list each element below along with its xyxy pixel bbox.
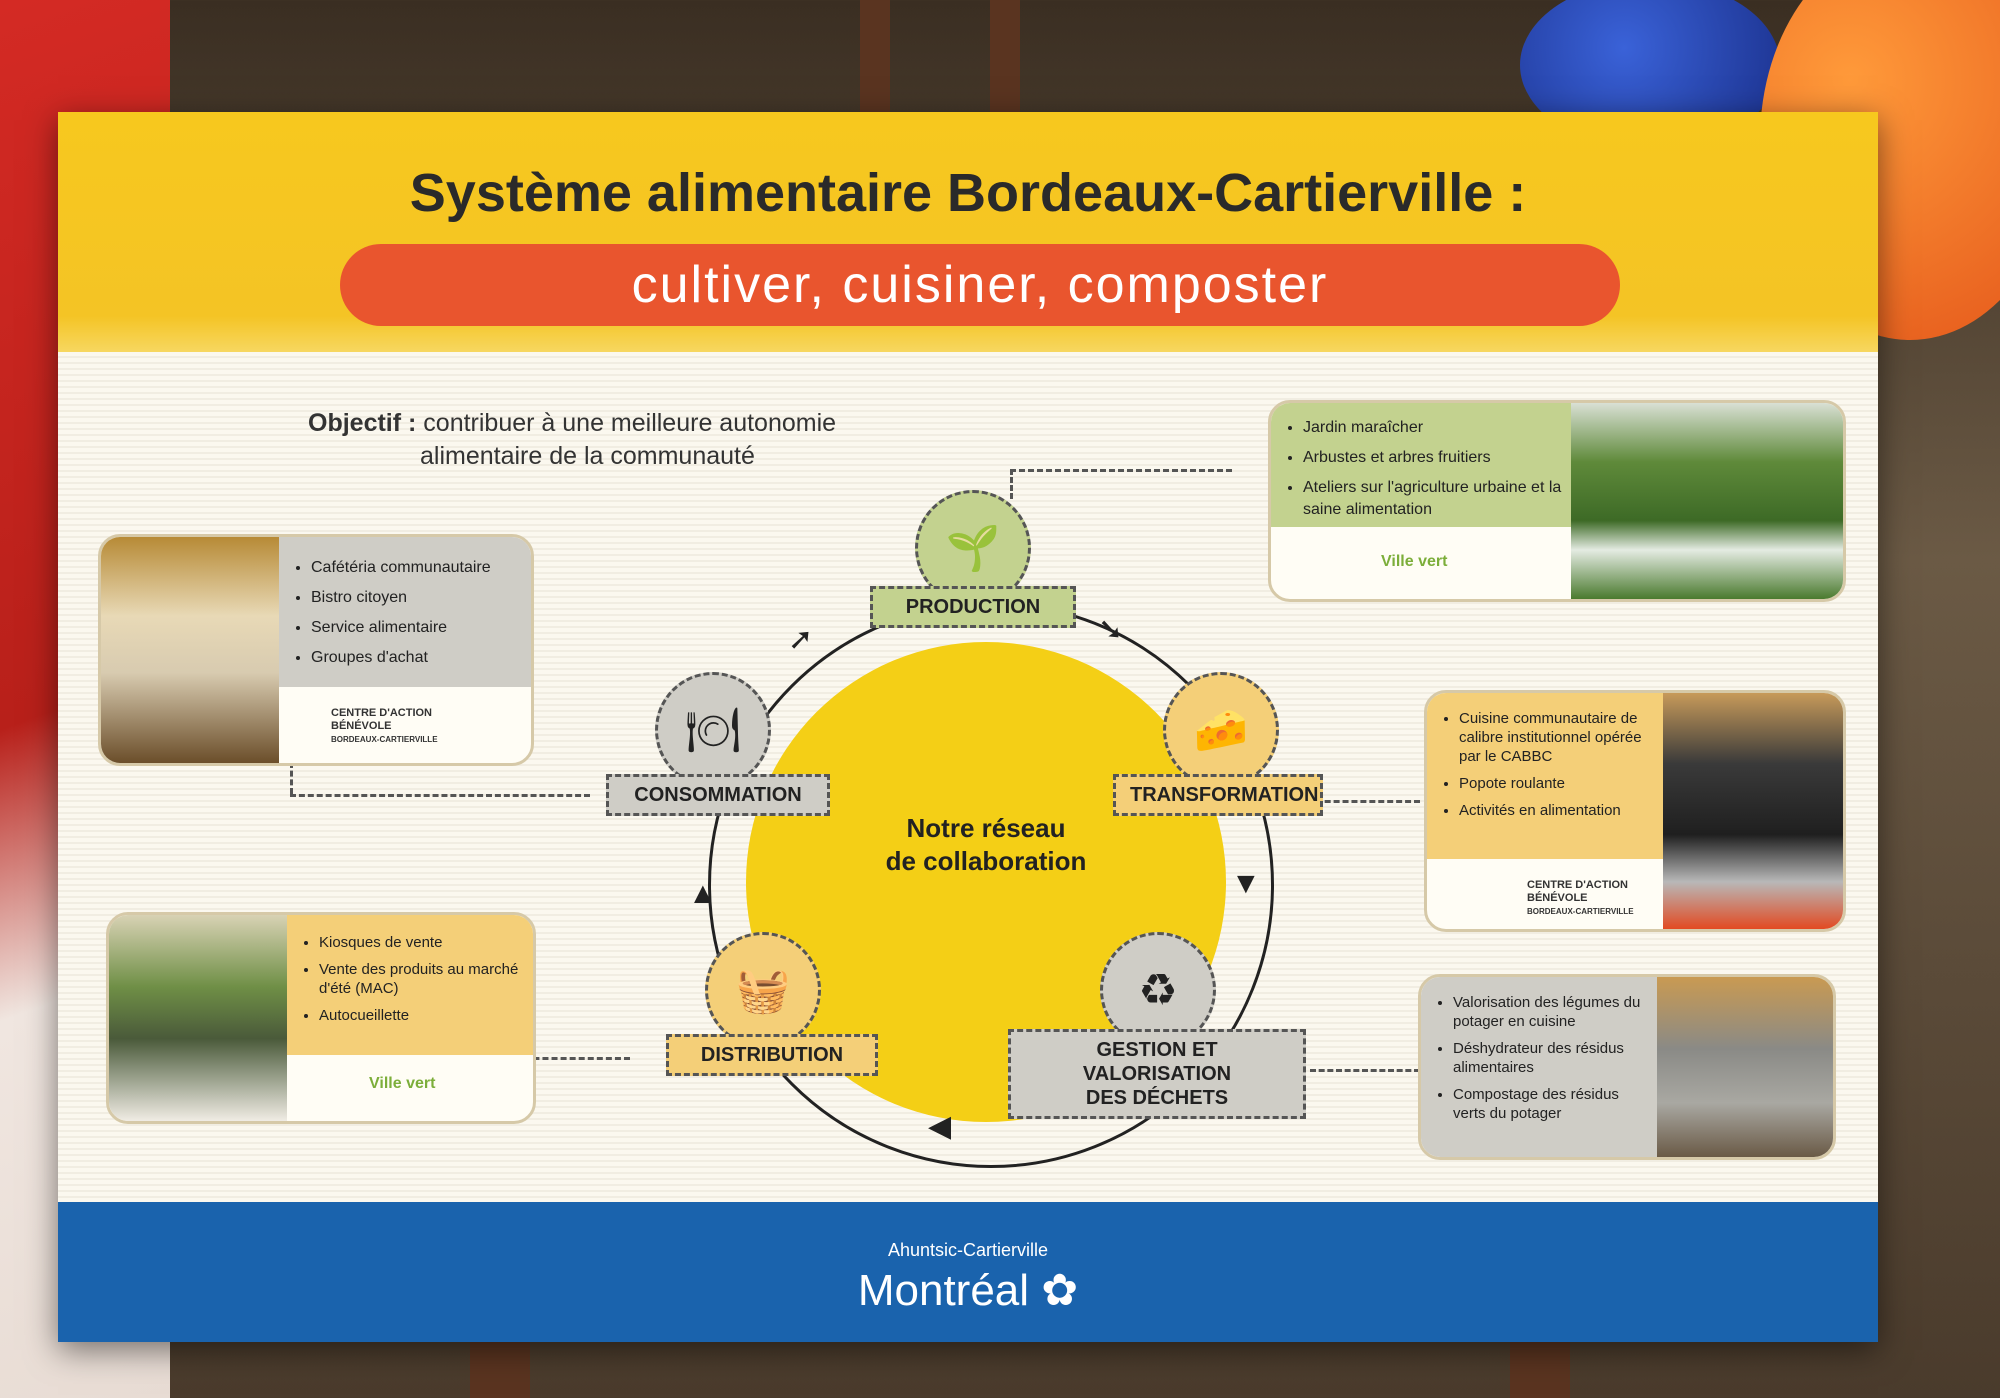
center-label: Notre réseau de collaboration [746,812,1226,878]
kitchen-photo [1663,693,1843,929]
cab-logo: CENTRE D'ACTION BÉNÉVOLE BORDEAUX-CARTIE… [331,707,438,746]
list-item: Déshydrateur des résidus alimentaires [1453,1039,1655,1077]
recycle-icon: ♻ [1100,932,1216,1048]
objective-line2: alimentaire de la communauté [420,442,755,470]
connector-production [1010,469,1232,472]
list-item: Popote roulante [1459,774,1663,793]
bottom-blue-band [58,1202,1878,1342]
center-line2: de collaboration [885,846,1087,876]
footer-logo: Ahuntsic-Cartierville Montréal ✿ [58,1240,1878,1316]
poster-title: Système alimentaire Bordeaux-Cartiervill… [409,163,1527,223]
jar-cheese-icon: 🧀 [1163,672,1279,788]
cab-logo-line1: CENTRE D'ACTION [1527,879,1629,891]
arrow-up-icon: ▲ [688,877,718,910]
card-transformation-bg [1427,693,1663,859]
connector-consommation-v [290,762,293,794]
poster-subtitle: cultiver, cuisiner, composter [340,244,1620,326]
connector-transformation [1280,800,1420,803]
card-consommation-list: Cafétéria communautaire Bistro citoyen S… [297,557,527,677]
cab-logo-2: CENTRE D'ACTION BÉNÉVOLE BORDEAUX-CARTIE… [1527,879,1634,918]
card-production-bg [1271,403,1571,527]
market-photo [109,915,287,1121]
card-production-list: Jardin maraîcher Arbustes et arbres frui… [1289,417,1569,529]
easel-legs [470,1340,1600,1398]
node-production: PRODUCTION [870,586,1076,628]
garden-photo [1571,403,1843,599]
cab-logo-line3: BORDEAUX-CARTIERVILLE [1527,907,1634,916]
connector-distribution [470,1057,630,1060]
list-item: Autocueillette [319,1006,531,1025]
card-production: Jardin maraîcher Arbustes et arbres frui… [1268,400,1846,602]
card-consommation-bg [279,537,531,687]
card-distribution-bg [287,915,533,1055]
dehydrator-photo [1657,977,1833,1157]
plate-cutlery-icon: 🍽 [655,672,771,788]
arrow-left-icon: ◀ [928,1110,952,1143]
card-waste: Valorisation des légumes du potager en c… [1418,974,1836,1160]
easel-top [840,0,1040,120]
card-waste-list: Valorisation des légumes du potager en c… [1439,993,1655,1131]
cab-logo-line3: BORDEAUX-CARTIERVILLE [331,735,438,744]
node-consommation: CONSOMMATION [606,774,830,816]
arrow-up-right-icon: ➚ [788,623,814,656]
card-consommation: Cafétéria communautaire Bistro citoyen S… [98,534,534,766]
arrow-down-icon: ▼ [1231,867,1261,900]
node-waste-line1: GESTION ET VALORISATION [1082,1039,1232,1085]
objective-line1: contribuer à une meilleure autonomie [423,409,837,437]
list-item: Ateliers sur l'agriculture urbaine et la… [1303,477,1569,521]
card-transformation-list: Cuisine communautaire de calibre institu… [1445,709,1663,828]
node-transformation: TRANSFORMATION [1113,774,1323,816]
card-distribution-list: Kiosques de vente Vente des produits au … [305,933,531,1033]
list-item: Cuisine communautaire de calibre institu… [1459,709,1663,766]
list-item: Groupes d'achat [311,647,527,669]
ville-en-vert-logo: Ville vert [1381,553,1448,570]
list-item: Activités en alimentation [1459,801,1663,820]
connector-waste [1310,1069,1420,1072]
card-transformation: Cuisine communautaire de calibre institu… [1424,690,1846,932]
arrow-right-icon: ➘ [1098,613,1124,646]
list-item: Jardin maraîcher [1303,417,1569,439]
cafeteria-photo [101,537,279,763]
card-distribution: Kiosques de vente Vente des produits au … [106,912,536,1124]
objective-text: Objectif : contribuer à une meilleure au… [308,407,836,473]
list-item: Compostage des résidus verts du potager [1453,1085,1655,1123]
ville-en-vert-logo-2: Ville vert [369,1075,436,1092]
cab-logo-line2: BÉNÉVOLE [331,720,392,732]
basket-icon: 🧺 [705,932,821,1048]
list-item: Service alimentaire [311,617,527,639]
list-item: Valorisation des légumes du potager en c… [1453,993,1655,1031]
poster-board: Système alimentaire Bordeaux-Cartiervill… [58,112,1878,1342]
list-item: Kiosques de vente [319,933,531,952]
montreal-flower-icon: ✿ [1041,1266,1079,1315]
list-item: Bistro citoyen [311,587,527,609]
footer-borough: Ahuntsic-Cartierville [887,1240,1049,1260]
footer-city: Montréal ✿ [58,1265,1878,1316]
connector-consommation [290,794,590,797]
card-waste-bg [1421,977,1657,1157]
list-item: Cafétéria communautaire [311,557,527,579]
footer-city-text: Montréal [857,1266,1030,1315]
node-waste-line2: DES DÉCHETS [1085,1087,1229,1109]
list-item: Arbustes et arbres fruitiers [1303,447,1569,469]
center-line1: Notre réseau [906,813,1066,843]
objective-label: Objectif : [308,409,417,437]
node-distribution: DISTRIBUTION [666,1034,878,1076]
node-waste: GESTION ET VALORISATION DES DÉCHETS [1008,1029,1306,1119]
list-item: Vente des produits au marché d'été (MAC) [319,960,531,998]
cab-logo-line2: BÉNÉVOLE [1527,892,1588,904]
cab-logo-line1: CENTRE D'ACTION [331,707,433,719]
connector-production-v [1010,469,1013,499]
